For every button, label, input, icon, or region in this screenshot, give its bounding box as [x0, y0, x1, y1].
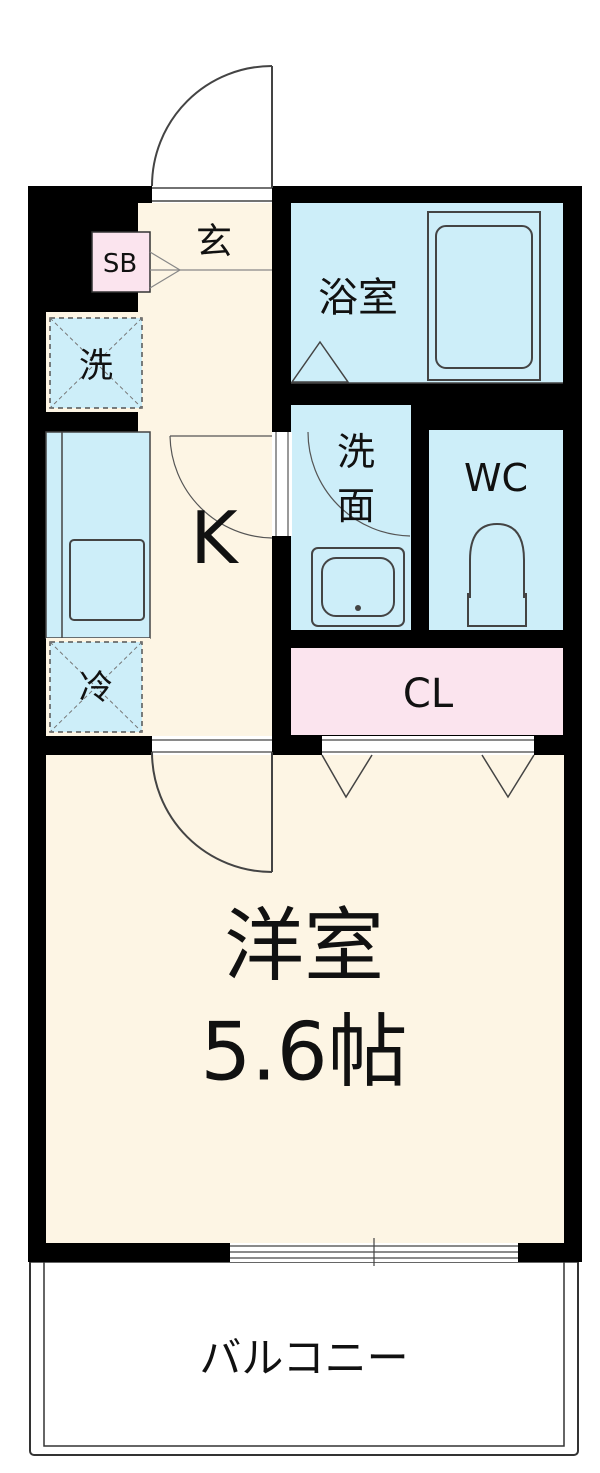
balcony-window: [230, 1238, 518, 1266]
washbasin-icon: [311, 547, 405, 627]
toilet-bowl-icon: [469, 522, 525, 598]
western-room-size: 5.6帖: [200, 1006, 407, 1099]
bathtub-icon: [427, 211, 541, 381]
sink-icon: [69, 539, 145, 621]
fridge-label: 冷: [79, 668, 113, 708]
shoe-box-area: [91, 231, 151, 293]
toilet-tank-icon: [467, 593, 527, 627]
closet-floor: [291, 648, 563, 735]
kitchen-label: K: [190, 496, 239, 580]
shoe-box-label: SB: [103, 249, 137, 279]
bath-label: 浴室: [318, 275, 398, 321]
closet-doors: [321, 736, 535, 799]
western-room-label: 洋室: [224, 900, 384, 993]
washer-label: 洗: [79, 346, 113, 386]
western-room-floor: [46, 755, 564, 1243]
room-door: [151, 736, 273, 873]
entrance-door: [151, 65, 273, 203]
kitchen-door-swing: [169, 435, 273, 539]
closet-label: CL: [403, 671, 454, 717]
bath-door-icon: [290, 340, 350, 383]
genkan-label: 玄: [196, 222, 232, 263]
washroom-label-top: 洗: [337, 430, 375, 474]
wc-label: WC: [464, 456, 528, 500]
balcony-label: バルコニー: [199, 1334, 408, 1383]
washroom-label-bottom: 面: [337, 484, 375, 528]
kitchen-floor: [138, 203, 272, 736]
